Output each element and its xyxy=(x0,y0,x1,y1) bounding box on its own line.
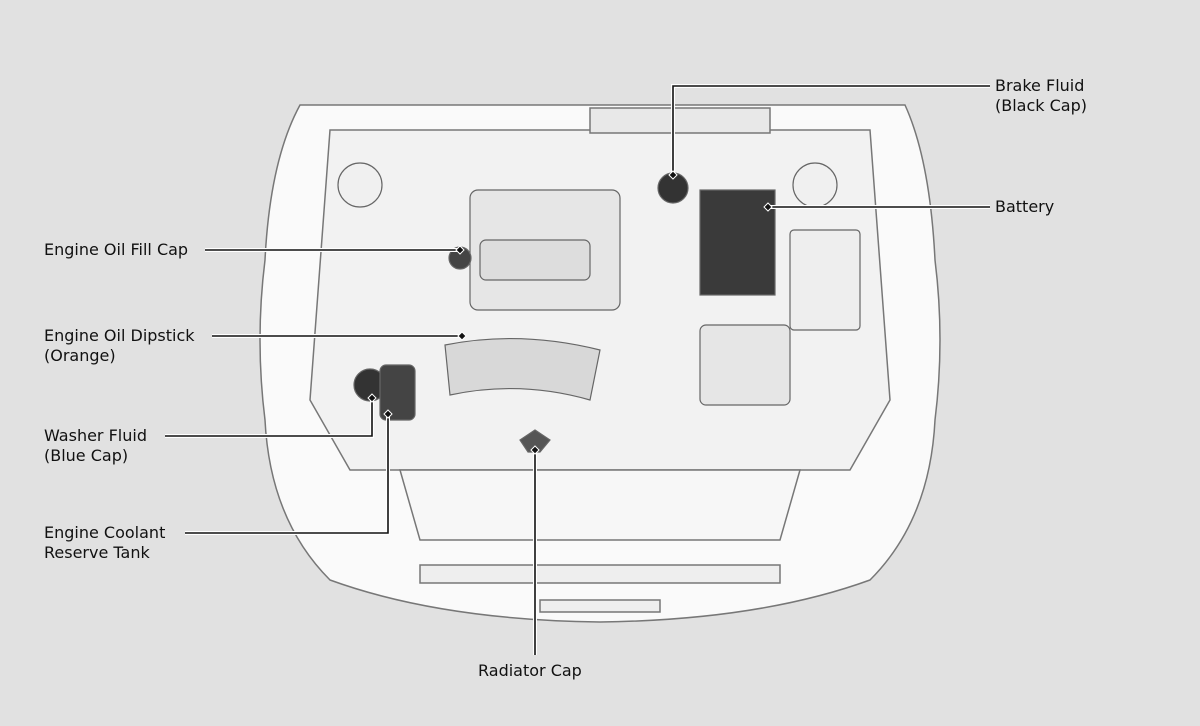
label-washer-fluid: Washer Fluid (Blue Cap) xyxy=(44,426,147,465)
label-oil-dipstick: Engine Oil Dipstick (Orange) xyxy=(44,326,195,365)
label-coolant-tank: Engine Coolant Reserve Tank xyxy=(44,523,166,562)
engine-components xyxy=(337,162,861,453)
label-brake-fluid: Brake Fluid (Black Cap) xyxy=(995,76,1087,115)
leader-lines xyxy=(165,84,990,655)
label-radiator-cap: Radiator Cap xyxy=(478,661,582,680)
leader-brake-fluid xyxy=(672,85,990,175)
leader-coolant xyxy=(185,414,389,534)
label-oil-fill-cap: Engine Oil Fill Cap xyxy=(44,240,189,259)
label-battery: Battery xyxy=(995,197,1055,216)
leader-washer-fluid xyxy=(165,398,373,437)
